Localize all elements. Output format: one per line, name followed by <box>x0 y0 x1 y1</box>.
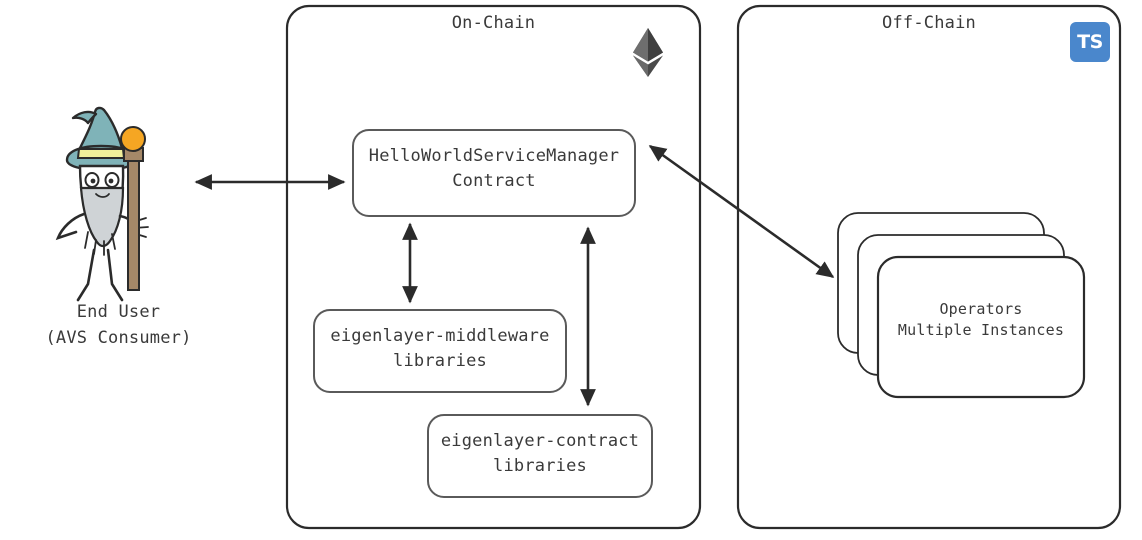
node-service-manager <box>352 129 636 217</box>
node-middleware-libraries <box>313 309 567 393</box>
node-contract-libraries-line2: libraries <box>493 456 587 476</box>
node-operators-line1: Operators <box>939 300 1023 318</box>
node-service-manager-line2: Contract <box>452 171 536 191</box>
end-user-label-line1: End User <box>76 302 161 322</box>
end-user-label-line2: (AVS Consumer) <box>45 328 192 348</box>
panel-on-chain-title: On-Chain <box>451 13 536 33</box>
node-middleware-libraries-line1: eigenlayer-middleware <box>330 326 550 346</box>
panel-off-chain-title: Off-Chain <box>882 13 976 33</box>
typescript-icon: TS <box>1070 22 1110 62</box>
wizard-icon <box>55 106 149 302</box>
ethereum-icon <box>633 28 663 77</box>
node-contract-libraries-line1: eigenlayer-contract <box>440 431 640 451</box>
node-operators <box>876 255 1086 399</box>
node-contract-libraries <box>427 414 653 498</box>
node-service-manager-line1: HelloWorldServiceManager <box>368 146 620 166</box>
edge-service-manager-to-operators <box>648 144 835 279</box>
node-middleware-libraries-line2: libraries <box>393 351 487 371</box>
node-operators-line2: Multiple Instances <box>897 321 1065 339</box>
